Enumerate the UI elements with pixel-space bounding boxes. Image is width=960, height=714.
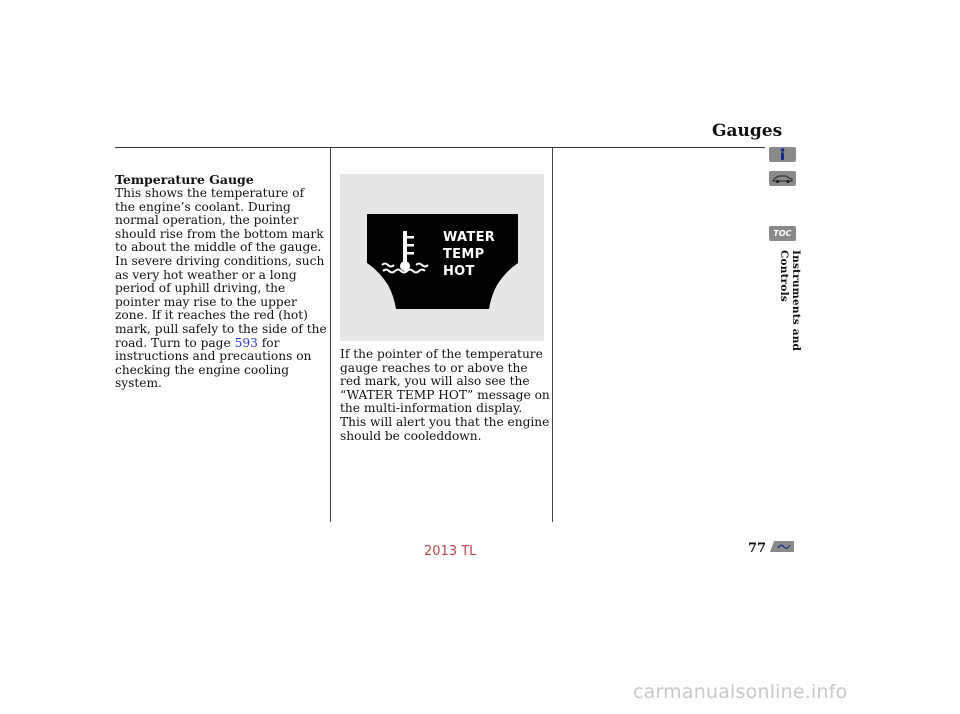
chapter-label: Instruments and Controls [778, 250, 802, 352]
description-text-start: This shows the temperature of the engine… [115, 186, 327, 350]
section-heading: Temperature Gauge [115, 172, 254, 187]
column-divider-left [330, 148, 331, 522]
vehicle-button[interactable] [769, 171, 796, 186]
display-line-water: WATER [443, 230, 495, 245]
water-temp-hot-figure: WATER TEMP HOT [340, 174, 544, 341]
info-icon [780, 148, 785, 160]
temperature-gauge-section: Temperature Gauge This shows the tempera… [115, 173, 327, 391]
page-number: 77 [748, 541, 767, 556]
toc-button[interactable]: TOC [769, 226, 796, 241]
section-title: Gauges [712, 121, 783, 141]
watermark: carmanualsonline.info [633, 681, 848, 703]
multi-information-display-illustration: WATER TEMP HOT [367, 214, 518, 309]
chapter-tab: Instruments and Controls [760, 250, 810, 380]
temperature-gauge-description: This shows the temperature of the engine… [115, 186, 327, 391]
coolant-temperature-icon [381, 231, 429, 274]
display-line-hot: HOT [443, 264, 475, 279]
page-link-593[interactable]: 593 [234, 335, 258, 350]
water-temp-message-text: If the pointer of the temperature gauge … [340, 347, 550, 443]
home-icon [770, 541, 794, 552]
display-line-temp: TEMP [443, 247, 484, 262]
description-text-end: for instructions and precautions on chec… [115, 335, 312, 391]
home-button[interactable] [768, 538, 796, 552]
water-temp-message-section: If the pointer of the temperature gauge … [340, 347, 550, 443]
column-divider-right [552, 148, 553, 522]
header-rule [115, 147, 765, 148]
info-button[interactable] [769, 147, 796, 162]
car-icon [772, 175, 793, 184]
footer-model-year: 2013 TL [424, 544, 477, 559]
toc-label: TOC [773, 229, 792, 238]
